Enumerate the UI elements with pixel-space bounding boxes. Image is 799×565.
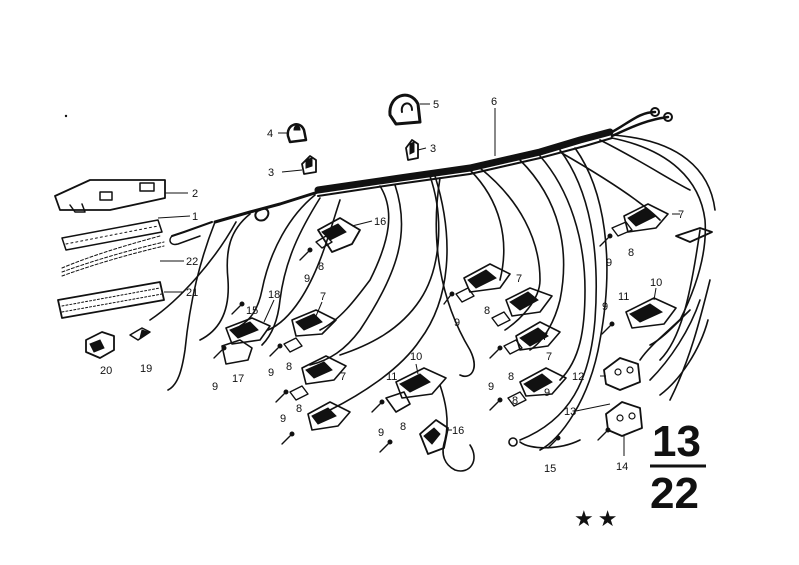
callout-9-j: 9 bbox=[544, 387, 550, 399]
clip-part-5 bbox=[388, 93, 422, 126]
grommet-part-3-left bbox=[301, 155, 317, 175]
callout-3-left: 3 bbox=[268, 167, 274, 179]
callout-20: 20 bbox=[100, 365, 112, 377]
callout-11-right: 11 bbox=[618, 291, 629, 303]
star-markers: ★★ bbox=[574, 507, 621, 532]
connector-part-10-right bbox=[625, 297, 677, 329]
callout-15-bottom: 15 bbox=[544, 463, 556, 475]
connector-part-14 bbox=[605, 401, 643, 437]
grommet-part-8-d bbox=[455, 287, 475, 303]
callout-8-a: 8 bbox=[318, 261, 324, 273]
grommet-part-8-f bbox=[503, 339, 523, 355]
connector-part-7-a bbox=[291, 309, 337, 337]
connector-part-12 bbox=[603, 357, 641, 391]
connector-part-7-b bbox=[301, 355, 347, 385]
connector-part-7-g bbox=[519, 367, 567, 397]
callout-5: 5 bbox=[433, 99, 439, 111]
callout-8-h: 8 bbox=[512, 395, 518, 407]
connector-part-7-f bbox=[515, 321, 561, 351]
clip-part-4 bbox=[286, 123, 308, 144]
callout-9-a: 9 bbox=[304, 273, 310, 285]
connector-part-18 bbox=[225, 317, 271, 345]
cap-part-20 bbox=[85, 331, 115, 359]
group-number-bottom: 22 bbox=[650, 469, 699, 518]
group-number-top: 13 bbox=[652, 417, 701, 466]
callout-9-c: 9 bbox=[268, 367, 274, 379]
connector-part-10-center bbox=[395, 367, 447, 399]
callout-17: 17 bbox=[232, 373, 244, 385]
connector-part-16-lower bbox=[419, 419, 449, 455]
connector-part-17 bbox=[221, 339, 253, 365]
stray-dot bbox=[64, 114, 68, 118]
callout-8-d: 8 bbox=[400, 421, 406, 433]
callout-9-e: 9 bbox=[378, 427, 384, 439]
callout-14: 14 bbox=[616, 461, 628, 473]
callout-8-e: 8 bbox=[484, 305, 490, 317]
callout-13: 13 bbox=[564, 406, 576, 418]
grommet-part-8-h bbox=[611, 221, 633, 237]
callout-8-c: 8 bbox=[296, 403, 302, 415]
callout-8-b: 8 bbox=[286, 361, 292, 373]
grommet-part-8-b bbox=[283, 337, 303, 353]
group-number-block: 13 22 bbox=[650, 417, 706, 518]
callout-18: 18 bbox=[268, 289, 280, 301]
callout-1: 1 bbox=[192, 211, 198, 223]
callout-16-upper: 16 bbox=[374, 216, 386, 228]
callout-10-right: 10 bbox=[650, 277, 662, 289]
grommet-part-3-right bbox=[405, 139, 419, 161]
callout-7-c: 7 bbox=[516, 273, 522, 285]
grommet-part-8-g bbox=[507, 391, 527, 407]
grommet-part-8-a bbox=[315, 235, 333, 249]
connector-part-7-e bbox=[505, 287, 553, 317]
callout-19: 19 bbox=[140, 363, 152, 375]
callout-3-right: 3 bbox=[430, 143, 436, 155]
callout-7-e: 7 bbox=[678, 209, 684, 221]
connector-part-7-c bbox=[307, 401, 351, 431]
connector-housings bbox=[221, 203, 713, 455]
callout-9-i: 9 bbox=[602, 301, 608, 313]
callout-12: 12 bbox=[572, 371, 584, 383]
callout-8-g: 8 bbox=[628, 247, 634, 259]
callout-22: 22 bbox=[186, 256, 198, 268]
callout-9-f: 9 bbox=[454, 317, 460, 329]
braided-sleeve-part-22 bbox=[61, 235, 165, 277]
callout-21: 21 bbox=[186, 287, 198, 299]
connector-part-19 bbox=[129, 327, 151, 341]
main-harness-trunk bbox=[169, 107, 673, 246]
conduit-part-1 bbox=[61, 219, 163, 251]
callout-9-b: 9 bbox=[212, 381, 218, 393]
callout-9-d: 9 bbox=[280, 413, 286, 425]
callout-7-b: 7 bbox=[340, 371, 346, 383]
connector-part-11-center bbox=[385, 391, 411, 413]
callout-4: 4 bbox=[267, 128, 273, 140]
grommet-part-8-c bbox=[289, 385, 309, 401]
ground-wire bbox=[508, 437, 581, 449]
callout-7-d: 7 bbox=[546, 351, 552, 363]
corrugated-tube-part-21 bbox=[57, 281, 165, 319]
grommet-part-8-e bbox=[491, 311, 511, 327]
callout-6: 6 bbox=[491, 96, 497, 108]
callout-7-f: 7 bbox=[542, 331, 548, 343]
bracket-right bbox=[675, 227, 713, 243]
callout-16-lower: 16 bbox=[452, 425, 464, 437]
connector-part-7-upper-right bbox=[623, 203, 669, 233]
callout-15-left: 15 bbox=[246, 305, 258, 317]
callout-11-center: 11 bbox=[386, 371, 397, 383]
callout-10-center: 10 bbox=[410, 351, 422, 363]
callout-2: 2 bbox=[192, 188, 198, 200]
screws bbox=[213, 233, 615, 453]
leader-lines bbox=[157, 103, 680, 456]
callout-7-a: 7 bbox=[320, 291, 326, 303]
callout-labels: 1 2 3 3 4 5 6 7 7 7 7 7 7 8 8 8 8 8 8 8 … bbox=[100, 96, 684, 475]
branch-wires bbox=[149, 134, 716, 472]
callout-9-h: 9 bbox=[606, 257, 612, 269]
callout-8-f: 8 bbox=[508, 371, 514, 383]
cover-plate-part-2 bbox=[54, 179, 166, 213]
callout-9-g: 9 bbox=[488, 381, 494, 393]
